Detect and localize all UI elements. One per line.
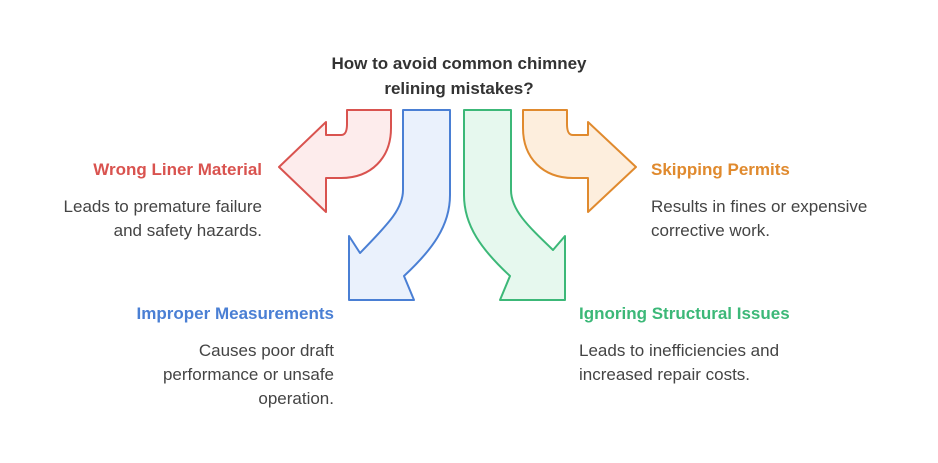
desc-line: operation. <box>258 389 334 408</box>
desc-skipping-permits: Results in fines or expensive corrective… <box>651 195 867 243</box>
label-skipping-permits: Skipping Permits <box>651 160 790 179</box>
desc-line: Leads to inefficiencies and <box>579 341 780 360</box>
title-line-1: How to avoid common chimney <box>331 54 587 73</box>
desc-line: Causes poor draft <box>198 341 334 360</box>
desc-improper-measurements: Causes poor draft performance or unsafe … <box>163 339 334 411</box>
title-line-2: relining mistakes? <box>384 79 534 98</box>
desc-line: corrective work. <box>651 221 771 240</box>
desc-line: Results in fines or expensive <box>651 197 868 216</box>
desc-line: performance or unsafe <box>162 365 334 384</box>
desc-ignoring-structural-issues: Leads to inefficiencies and increased re… <box>579 339 779 387</box>
label-ignoring-structural-issues: Ignoring Structural Issues <box>579 304 790 323</box>
label-wrong-liner-material: Wrong Liner Material <box>93 160 262 179</box>
desc-line: increased repair costs. <box>579 365 751 384</box>
arrow-improper-measurements <box>348 109 451 301</box>
diagram-title: How to avoid common chimney relining mis… <box>304 51 614 101</box>
desc-line: and safety hazards. <box>113 221 262 240</box>
arrow-ignoring-structural-issues <box>463 109 566 301</box>
desc-wrong-liner-material: Leads to premature failure and safety ha… <box>64 195 262 243</box>
desc-line: Leads to premature failure <box>63 197 262 216</box>
arrow-wrong-liner-material <box>278 109 392 213</box>
label-improper-measurements: Improper Measurements <box>136 304 334 323</box>
arrow-skipping-permits <box>522 109 637 213</box>
